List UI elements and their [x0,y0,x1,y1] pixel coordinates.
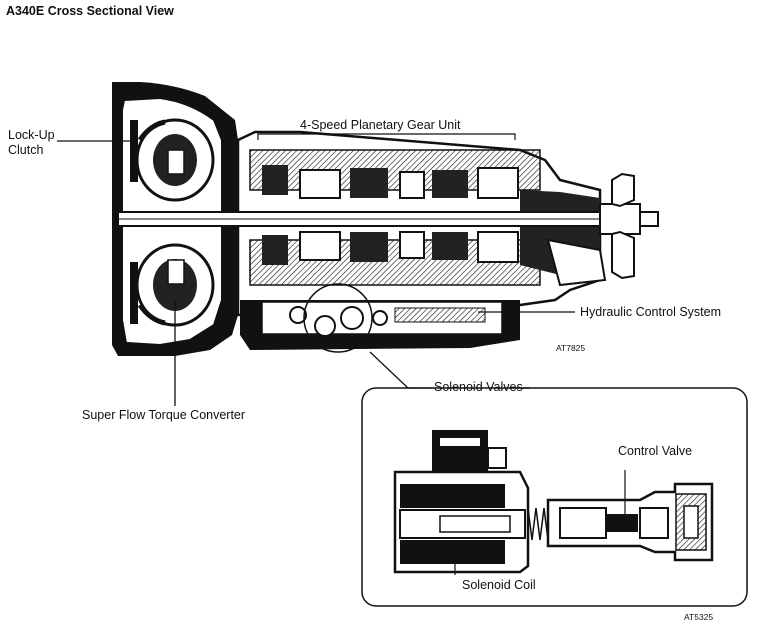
magnifier-circle [303,283,373,353]
main-shaft [117,203,659,235]
lockup-clutch-label: Lock-Up Clutch [8,128,55,157]
diagram-title: A340E Cross Sectional View [6,4,174,18]
hydraulic-control-label: Hydraulic Control System [580,305,722,319]
planetary-gear-label: 4-Speed Planetary Gear Unit [300,118,461,132]
solenoid-valves-leader-1 [369,351,409,389]
torque-converter-label: Super Flow Torque Converter [82,408,246,422]
main-figure-code: AT7825 [556,343,586,353]
solenoid-coil-label: Solenoid Coil [462,578,536,592]
output-flange [611,172,635,280]
solenoid-valve-detail [393,430,714,575]
valve-body [240,300,520,350]
solenoid-valves-label: Solenoid Valves [434,380,523,394]
planetary-bracket [257,133,516,140]
detail-box [361,387,748,607]
detail-figure-code: AT5325 [684,612,714,622]
control-valve-label: Control Valve [618,444,693,458]
